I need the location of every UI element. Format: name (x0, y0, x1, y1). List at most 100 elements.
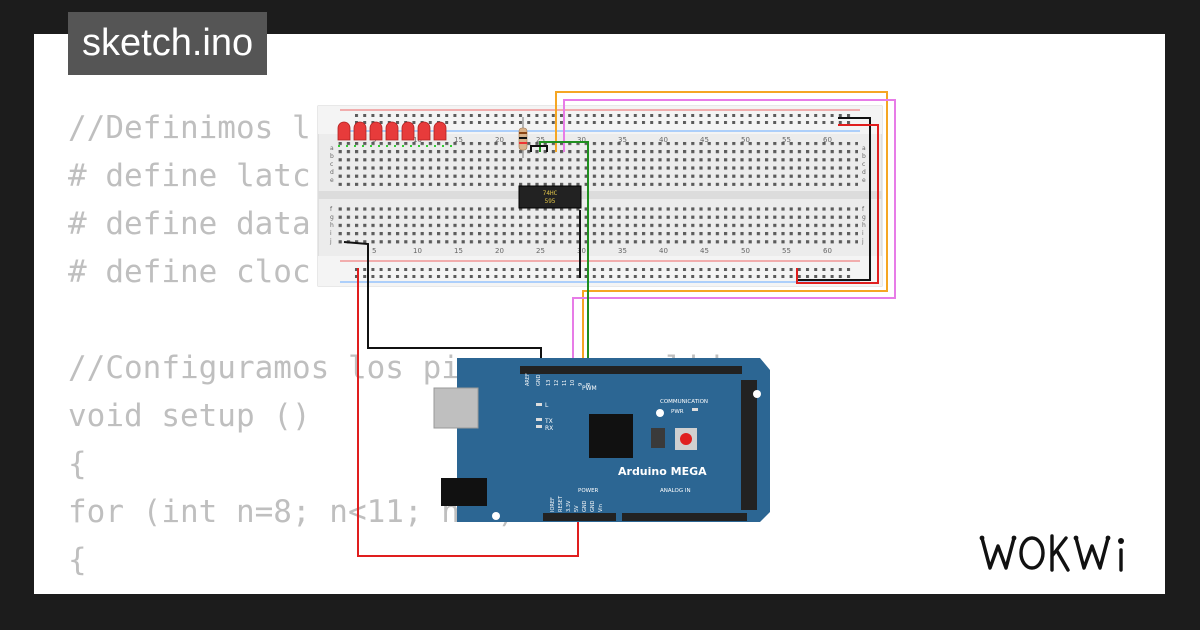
wire-orange (555, 91, 888, 365)
led[interactable] (385, 121, 399, 141)
code-line: { (68, 446, 87, 482)
pwm-label: PWM (582, 385, 597, 392)
code-line: //Definimos l (68, 110, 311, 146)
pin-label: GND (536, 374, 542, 386)
row-letter: e (862, 177, 866, 184)
shift-register-chip[interactable]: 74HC 595 (518, 185, 582, 209)
wire-red-rail (796, 124, 879, 284)
row-letters: a b c d e f g h i j a b c d e f g h i j (329, 145, 866, 245)
led[interactable] (353, 121, 367, 141)
analog-label: ANALOG IN (660, 488, 691, 494)
col-number: 60 (823, 247, 832, 255)
communication-label: COMMUNICATION (660, 399, 708, 405)
column-numbers-top: 5 10 15 20 25 30 35 40 45 50 55 60 (372, 136, 832, 144)
row-letter: h (862, 222, 866, 229)
row-letter: j (861, 238, 864, 245)
col-number: 55 (782, 136, 791, 144)
row-letter: d (862, 169, 866, 176)
wire-red-power (357, 268, 579, 557)
col-number: 35 (618, 247, 627, 255)
row-letter: i (862, 230, 864, 237)
reset-button (680, 433, 692, 445)
col-number: 10 (413, 247, 422, 255)
power-jack (441, 478, 487, 506)
row-letter: j (329, 238, 332, 245)
code-editor: //Definimos l# define latc# define data#… (68, 104, 759, 594)
board-name: Arduino MEGA (618, 465, 707, 478)
col-number: 45 (700, 247, 709, 255)
led[interactable] (417, 121, 431, 141)
pin-label: Vin (598, 504, 604, 512)
pin-label: IOREF (550, 497, 556, 512)
resistor[interactable] (518, 117, 528, 158)
led[interactable] (337, 121, 351, 141)
led[interactable] (369, 121, 383, 141)
pin-label: GND (582, 500, 588, 512)
pwr-label: PWR (671, 409, 684, 415)
code-line: void setup () (68, 398, 311, 434)
led-rx-label: RX (545, 425, 553, 432)
pin-label: 13 (546, 380, 552, 386)
pin-label: GND (590, 500, 596, 512)
wire-violet (563, 99, 896, 365)
pin-label: 9 (578, 383, 584, 386)
col-number: 5 (372, 247, 376, 255)
wire-black-gnd (343, 241, 542, 365)
led[interactable] (401, 121, 415, 141)
wire-black-rail (797, 117, 871, 281)
led-row (337, 121, 458, 147)
code-line: pinMode(n, OUTPUT); (68, 584, 759, 594)
pin-label: RESET (558, 495, 564, 512)
led[interactable] (433, 121, 447, 141)
row-letter: d (330, 169, 334, 176)
header-power (543, 513, 616, 521)
row-letter: i (330, 230, 332, 237)
code-line: { (68, 542, 87, 578)
row-letter: c (862, 161, 865, 168)
col-number: 40 (659, 247, 668, 255)
col-number: 45 (700, 136, 709, 144)
col-number: 55 (782, 247, 791, 255)
mcu-chip (589, 414, 633, 458)
row-letter: b (862, 153, 866, 160)
col-number: 50 (741, 247, 750, 255)
led-tx-label: TX (544, 418, 553, 425)
col-number: 15 (454, 136, 463, 144)
row-letter: a (330, 145, 334, 152)
arduino-mega-board[interactable]: Arduino MEGA PWM COMMUNICATION POWER ANA… (433, 358, 770, 522)
usb-port (433, 387, 479, 429)
row-letter: a (862, 145, 866, 152)
pin-labels-top: AREF GND 13 12 11 10 9 8 (525, 373, 592, 386)
wokwi-logo[interactable] (978, 528, 1153, 576)
power-label: POWER (578, 488, 599, 494)
file-title: sketch.ino (68, 12, 268, 75)
row-letter: g (862, 214, 866, 221)
code-line: for (int n=8; n<11; n++) (68, 494, 516, 530)
wire-black-chip (530, 145, 548, 152)
row-letter: f (330, 206, 333, 213)
icsp-header (651, 428, 665, 448)
pin-label: 5V (574, 505, 580, 512)
col-number: 30 (577, 136, 586, 144)
header-analog (622, 513, 747, 521)
col-number: 15 (454, 247, 463, 255)
breadboard: 5 10 15 20 25 30 35 40 45 50 55 60 5 10 … (317, 105, 883, 287)
col-number: 25 (536, 136, 545, 144)
wires (343, 91, 896, 557)
col-number: 50 (741, 136, 750, 144)
code-line: # define data (68, 206, 311, 242)
col-number: 20 (495, 247, 504, 255)
file-name: sketch.ino (82, 22, 254, 64)
pin-label: AREF (525, 373, 531, 386)
code-line: # define latc (68, 158, 311, 194)
row-letter: c (330, 161, 333, 168)
power-pin-labels: IOREF RESET 3.3V 5V GND GND Vin (550, 495, 604, 512)
header-side (741, 380, 757, 510)
row-letter: h (330, 222, 334, 229)
col-number: 25 (536, 247, 545, 255)
col-number: 20 (495, 136, 504, 144)
col-number: 35 (618, 136, 627, 144)
row-letter: b (330, 153, 334, 160)
header-top (520, 366, 742, 374)
